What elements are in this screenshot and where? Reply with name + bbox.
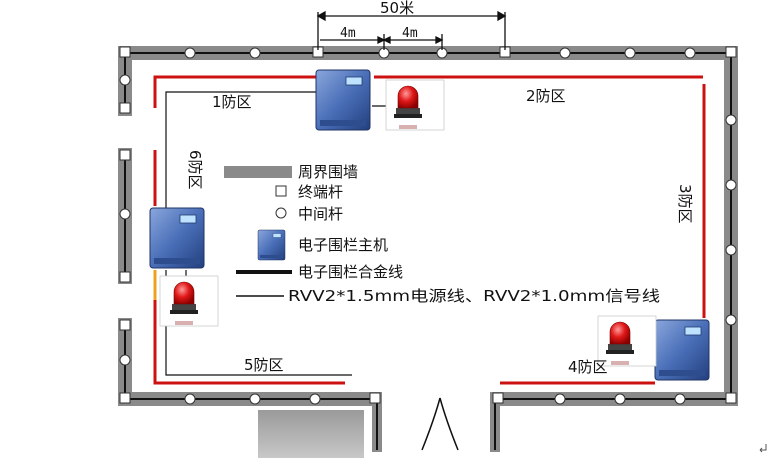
- mid-posts: [119, 47, 737, 405]
- mid-post-icon: [725, 179, 737, 191]
- host-left: [149, 207, 205, 269]
- end-post-icon: [119, 392, 131, 404]
- end-post-icon: [725, 392, 737, 404]
- legend-mid-post-label: 中间杆: [298, 205, 343, 223]
- legend-wall-swatch: [224, 166, 292, 178]
- mid-post-icon: [119, 208, 131, 220]
- end-post-icon: [119, 46, 131, 58]
- zone-label-1: 1防区: [212, 93, 252, 111]
- mid-post-icon: [309, 393, 321, 405]
- mid-post-icon: [624, 47, 636, 59]
- zone-label-4: 4防区: [568, 358, 608, 376]
- gate-block: [258, 410, 364, 458]
- gate-icon: [421, 397, 459, 451]
- dimension-seg2: 4m: [402, 26, 418, 41]
- mid-post-icon: [249, 47, 261, 59]
- mid-post-icon: [249, 393, 261, 405]
- legend: 周界围墙 终端杆 中间杆 电子围栏主机 电子围栏合金线 RVV2*1.5mm电源…: [224, 163, 660, 305]
- mid-post-icon: [674, 393, 686, 405]
- end-post-icon: [492, 392, 504, 404]
- end-post-icon: [369, 392, 381, 404]
- mid-post-icon: [725, 114, 737, 126]
- zone-wiring: [153, 75, 706, 385]
- alarm-light-left: [159, 275, 219, 327]
- mid-post-icon: [184, 393, 196, 405]
- alarm-light-right: [597, 315, 657, 367]
- end-post-icon: [119, 149, 131, 161]
- legend-cable-label: RVV2*1.5mm电源线、RVV2*1.0mm信号线: [288, 287, 660, 305]
- legend-mid-post-icon: [275, 207, 287, 219]
- legend-host-icon: [257, 229, 286, 261]
- alarm-light-top: [385, 79, 445, 131]
- mid-post-icon: [119, 354, 131, 366]
- zone-label-3: 3防区: [676, 184, 694, 224]
- mid-post-icon: [184, 47, 196, 59]
- zone-label-5: 5防区: [244, 356, 284, 374]
- legend-end-post-icon: [275, 185, 287, 197]
- mid-post-icon: [684, 47, 696, 59]
- dimension-lines: [316, 10, 507, 50]
- legend-wall-label: 周界围墙: [298, 163, 358, 181]
- dimension-seg1: 4m: [340, 26, 356, 41]
- end-post-icon: [119, 271, 131, 283]
- cable-runs: [165, 91, 660, 376]
- mid-post-icon: [725, 244, 737, 256]
- mid-post-icon: [119, 74, 131, 86]
- mid-post-icon: [725, 314, 737, 326]
- zone-label-2: 2防区: [526, 87, 566, 105]
- dimension-total: 50米: [380, 0, 414, 17]
- end-post-icon: [119, 102, 131, 114]
- end-post-icon: [119, 319, 131, 331]
- zone-label-6: 6防区: [186, 150, 204, 190]
- host-top: [315, 69, 371, 131]
- mid-post-icon: [554, 393, 566, 405]
- mid-post-icon: [614, 393, 626, 405]
- return-mark-icon: [759, 444, 767, 453]
- legend-end-post-label: 终端杆: [298, 183, 343, 201]
- host-right: [654, 319, 710, 381]
- end-post-icon: [725, 46, 737, 58]
- end-posts: [119, 46, 737, 404]
- mid-post-icon: [559, 47, 571, 59]
- legend-alloy-wire-label: 电子围栏合金线: [298, 263, 403, 281]
- legend-host-label: 电子围栏主机: [298, 236, 388, 254]
